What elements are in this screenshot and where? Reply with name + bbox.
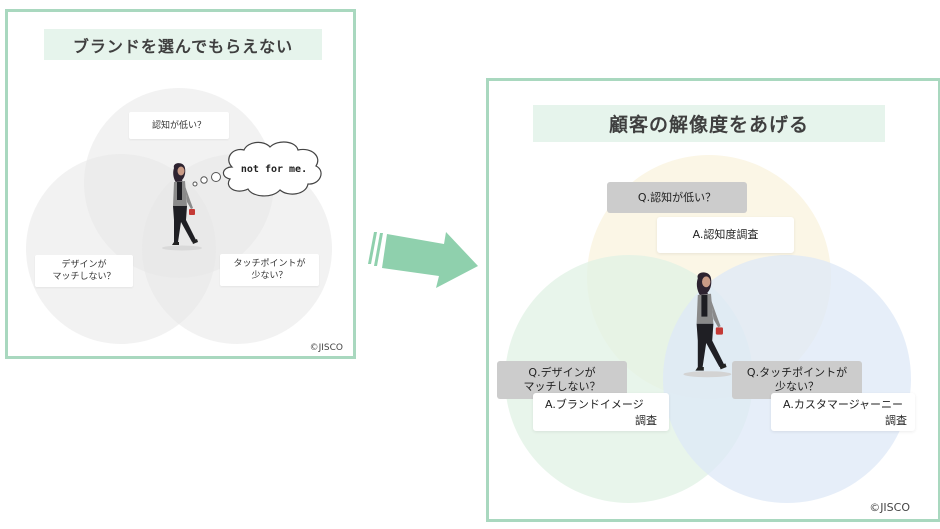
label-design-mismatch: デザインが マッチしない？ <box>35 255 133 287</box>
question-few-touchpoints: Q.タッチポイントが 少ない？ <box>732 361 862 399</box>
question-design-mismatch: Q.デザインが マッチしない？ <box>497 361 627 399</box>
answer-customer-journey-line2: 調査 <box>885 414 907 427</box>
thought-bubble-icon: not for me. <box>192 141 322 197</box>
label-low-awareness: 認知が低い？ <box>129 112 229 139</box>
question-low-awareness: Q.認知が低い？ <box>607 182 747 213</box>
right-panel-title: 顧客の解像度をあげる <box>533 105 885 142</box>
answer-awareness-survey-text: A.認知度調査 <box>692 228 759 241</box>
label-few-touchpoints: タッチポイントが 少ない？ <box>220 254 319 286</box>
credit-text: ©JISCO <box>869 501 910 514</box>
answer-customer-journey-survey: A.カスタマージャーニー 調査 <box>771 393 915 431</box>
credit-text: ©JISCO <box>309 343 343 353</box>
answer-brand-image-line1: A.ブランドイメージ <box>545 398 644 411</box>
right-arrow-icon <box>368 232 478 288</box>
answer-awareness-survey: A.認知度調査 <box>657 217 794 253</box>
answer-customer-journey-line1: A.カスタマージャーニー <box>783 398 904 411</box>
thought-bubble-text: not for me. <box>241 164 307 175</box>
answer-brand-image-line2: 調査 <box>635 414 657 427</box>
left-panel-title: ブランドを選んでもらえない <box>44 29 322 60</box>
right-panel: 顧客の解像度をあげる Q.認知が低い？ A.認知度調査 Q.デザインが マッチし… <box>486 78 940 522</box>
woman-figure-icon <box>683 272 732 378</box>
answer-brand-image-survey: A.ブランドイメージ 調査 <box>533 393 669 431</box>
left-panel: ブランドを選んでもらえない 認知が低い？ デザインが マッチしない？ タッチポイ… <box>5 9 356 359</box>
woman-figure-icon <box>162 163 202 251</box>
